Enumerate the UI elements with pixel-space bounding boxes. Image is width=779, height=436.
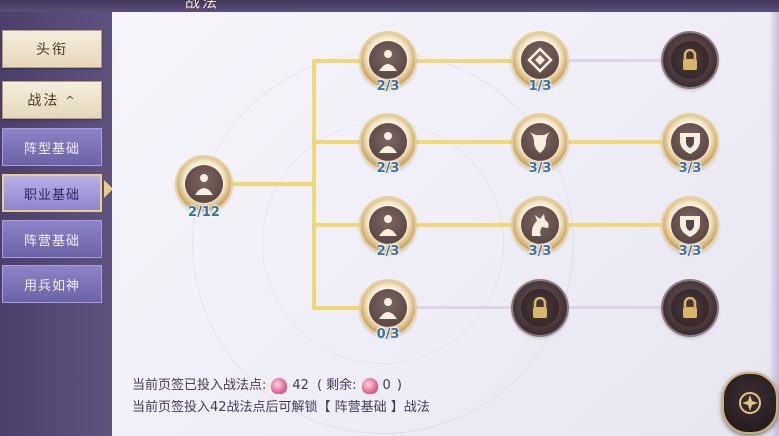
shield-crest-icon [680,216,700,237]
general-figure-icon [379,50,397,71]
panel-edge [769,12,779,436]
skill-node-r2-t1[interactable] [361,115,415,169]
sidebar-item-label: 阵型基础 [23,141,80,157]
sidebar-item-label: 用兵如神 [23,278,80,294]
skill-count-root: 2/12 [188,205,220,220]
points-remaining-label: ( 剩余: [316,378,357,393]
general-figure-icon [379,132,397,153]
points-invested-label: 当前页签已投入战法点: [132,378,267,393]
shield-horns-icon [530,132,550,153]
sidebar-item-label: 职业基础 [23,187,80,203]
tree-connector [414,140,514,144]
tree-connector-locked [566,59,664,62]
general-figure-icon [195,174,213,195]
skill-node-r3-t1[interactable] [361,198,415,252]
sidebar-item-label: 头衔 [36,42,68,58]
tactic-points-info: 当前页签已投入战法点: 42 ( 剩余: 0 ) 当前页签投入42战法点后可解锁… [132,375,430,419]
tree-connector [312,59,316,310]
reset-button[interactable] [722,372,778,434]
points-remaining-close: ) [396,378,402,393]
skill-count: 3/3 [528,161,552,176]
skill-count: 2/3 [376,161,400,176]
skill-node-r2-t2[interactable] [513,115,567,169]
skill-count: 3/3 [528,244,552,259]
sidebar-item-faction-basics[interactable]: 阵营基础 [2,220,102,258]
general-figure-icon [379,298,397,319]
tree-connector [312,223,362,227]
skill-count: 0/3 [376,327,400,342]
skill-node-r4-t2-locked[interactable] [513,281,567,335]
skill-count: 1/3 [528,79,552,94]
active-tab-arrow-icon [104,180,113,198]
skill-node-r3-t2[interactable] [513,198,567,252]
general-figure-icon [379,215,397,236]
sidebar-item-master-tactics[interactable]: 用兵如神 [2,265,102,303]
tree-connector [566,223,664,227]
skill-node-r1-t1[interactable] [361,33,415,87]
tactic-point-icon [361,378,378,394]
tree-connector [566,140,664,144]
skill-node-r3-t3[interactable] [663,198,717,252]
chevron-up-icon: ^ [65,93,77,107]
skill-node-r4-t1[interactable] [361,281,415,335]
tree-connector-locked [566,306,664,309]
star-compass-icon [739,392,761,414]
skill-node-r4-t3-locked[interactable] [663,281,717,335]
tree-connector [414,223,514,227]
points-invested-row: 当前页签已投入战法点: 42 ( 剩余: 0 ) [132,375,430,397]
skill-node-r1-t3-locked[interactable] [663,33,717,87]
unlock-hint-text: 当前页签投入42战法点后可解锁【 阵营基础 】战法 [132,400,430,415]
sidebar: 头衔 战法 ^ 阵型基础 职业基础 阵营基础 用兵如神 [0,12,112,436]
sidebar-item-label: 战法 [27,93,60,109]
tree-connector [312,306,362,310]
diamond-rune-icon [527,47,553,73]
page-title: 战法 [185,0,220,11]
skill-node-r2-t3[interactable] [663,115,717,169]
tree-connector [230,182,314,186]
sidebar-item-formation-basics[interactable]: 阵型基础 [2,128,102,166]
tactic-point-icon [271,378,288,394]
skill-node-root[interactable] [177,157,231,211]
shield-crest-icon [680,133,700,154]
points-invested-value: 42 [292,378,309,393]
points-remaining-value: 0 [382,378,391,393]
skill-node-r1-t2[interactable] [513,33,567,87]
tree-connector-locked [414,306,514,309]
skill-count: 3/3 [678,161,702,176]
tree-connector [414,59,514,63]
skill-count: 3/3 [678,244,702,259]
lock-icon [683,49,697,70]
unlock-hint-row: 当前页签投入42战法点后可解锁【 阵营基础 】战法 [132,397,430,419]
lock-icon [683,297,697,318]
sidebar-item-label: 阵营基础 [23,233,80,249]
sidebar-item-title[interactable]: 头衔 [2,30,102,68]
skill-count: 2/3 [376,244,400,259]
tree-connector [312,59,362,63]
lock-icon [533,297,547,318]
skill-count: 2/3 [376,79,400,94]
sidebar-item-profession-basics[interactable]: 职业基础 [2,174,102,212]
sidebar-item-tactics[interactable]: 战法 ^ [2,81,102,119]
tree-connector [312,140,362,144]
dragon-head-icon [531,214,549,236]
